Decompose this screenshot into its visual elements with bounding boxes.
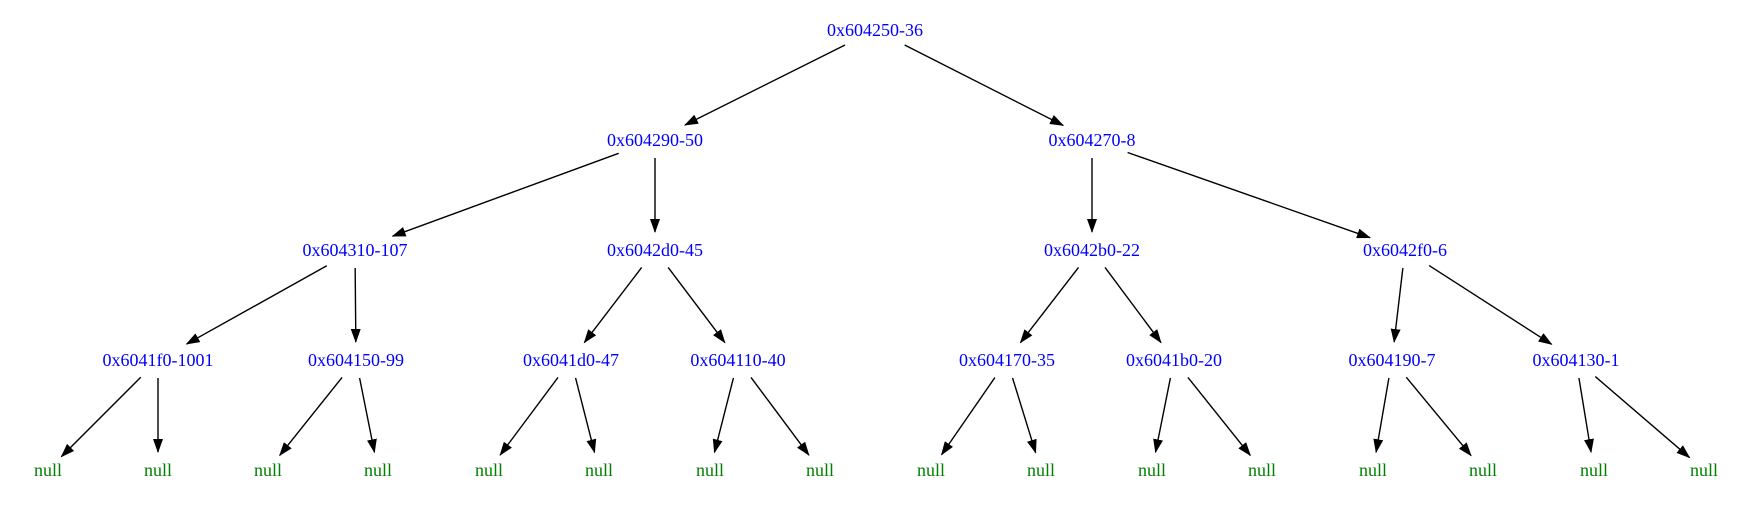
tree-edge-arrow — [1594, 376, 1691, 459]
null-leaf: null — [696, 460, 724, 480]
tree-edge-arrow — [350, 267, 361, 344]
tree-edge-arrow — [583, 267, 643, 344]
tree-edge-arrow — [60, 376, 142, 458]
tree-node: 0x604310-107 — [303, 240, 408, 260]
null-leaf: null — [1580, 460, 1608, 480]
null-leaf: null — [917, 460, 945, 480]
tree-edge-arrow — [1578, 377, 1594, 454]
nodes: 0x604250-36 0x604290-50 0x604270-8 0x604… — [34, 20, 1718, 480]
tree-edge-arrow — [1187, 376, 1251, 457]
tree-node: 0x604170-35 — [959, 350, 1055, 370]
tree-edge-arrow — [499, 377, 559, 456]
tree-node: 0x604150-99 — [308, 350, 404, 370]
tree-node: 0x604290-50 — [607, 130, 703, 150]
null-leaf: null — [1138, 460, 1166, 480]
tree-edge-arrow — [1019, 267, 1080, 344]
tree-edge-arrow — [1153, 377, 1172, 454]
tree-edge-arrow — [1390, 267, 1404, 344]
tree-node: 0x6041f0-1001 — [103, 350, 214, 370]
tree-node: 0x6042f0-6 — [1363, 240, 1447, 260]
tree-node: 0x604110-40 — [690, 350, 785, 370]
tree-node: 0x6041d0-47 — [523, 350, 619, 370]
tree-edge-arrow — [574, 377, 597, 454]
null-leaf: null — [475, 460, 503, 480]
tree-edge-arrow — [1127, 151, 1371, 239]
tree-edge-arrow — [712, 377, 735, 454]
tree-edge-arrow — [1011, 377, 1037, 454]
null-leaf: null — [254, 460, 282, 480]
tree-node: 0x6042d0-45 — [607, 240, 703, 260]
null-leaf: null — [585, 460, 613, 480]
tree-edge-arrow — [279, 376, 343, 457]
null-leaf: null — [364, 460, 392, 480]
tree-node: 0x604190-7 — [1349, 350, 1436, 370]
tree-edge-arrow — [358, 377, 377, 454]
null-leaf: null — [1359, 460, 1387, 480]
null-leaf: null — [144, 460, 172, 480]
tree-edge-arrow — [940, 377, 996, 456]
null-leaf: null — [1469, 460, 1497, 480]
tree-edge-arrow — [1428, 264, 1553, 345]
null-leaf: null — [34, 460, 62, 480]
tree-edge-arrow — [1104, 267, 1162, 344]
tree-node: 0x6042b0-22 — [1044, 240, 1140, 260]
tree-node: 0x604130-1 — [1533, 350, 1620, 370]
null-leaf: null — [1690, 460, 1718, 480]
tree-node: 0x604250-36 — [827, 20, 923, 40]
null-leaf: null — [1248, 460, 1276, 480]
tree-edge-arrow — [904, 44, 1065, 126]
tree-edge-arrow — [667, 267, 726, 344]
tree-node: 0x604270-8 — [1049, 130, 1136, 150]
null-leaf: null — [806, 460, 834, 480]
tree-edge-arrow — [750, 377, 810, 456]
tree-edge-arrow — [1405, 376, 1472, 457]
tree-edge-arrow — [1373, 377, 1390, 454]
null-leaf: null — [1027, 460, 1055, 480]
tree-edge-arrow — [391, 152, 619, 237]
tree-node: 0x6041b0-20 — [1126, 350, 1222, 370]
tree-edge-arrow — [185, 265, 328, 345]
edges — [60, 44, 1691, 459]
tree-edge-arrow — [684, 44, 846, 126]
